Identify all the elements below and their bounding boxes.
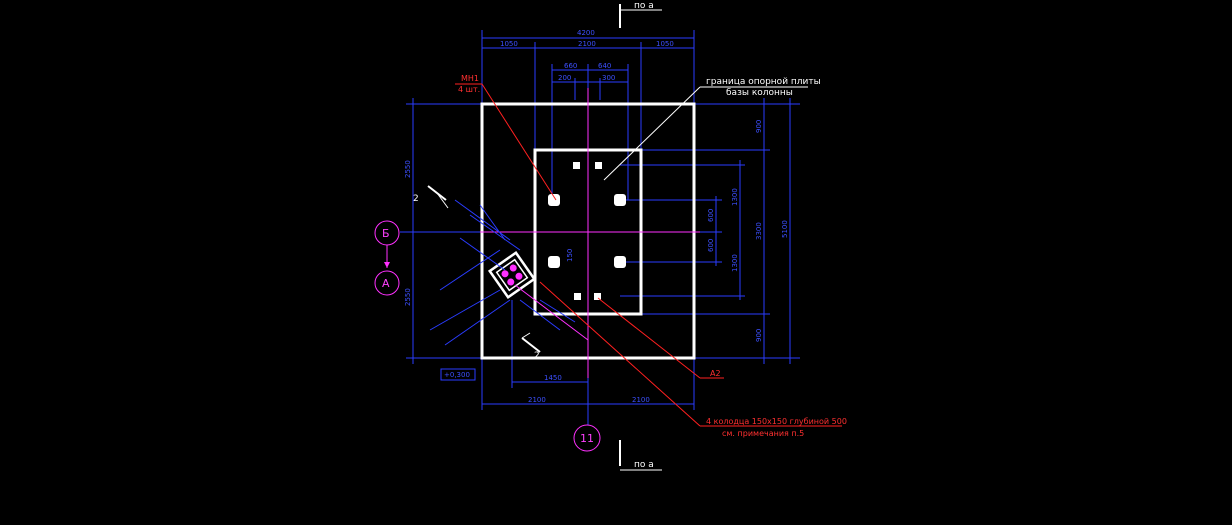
callout-wells: 4 колодца 150х150 глубиной 500 см. приме…: [539, 281, 847, 438]
dim-right-outer-upper: 1300: [731, 188, 739, 206]
anchor-hole: [548, 194, 560, 206]
axis-a: А: [374, 270, 400, 296]
dim-top-small-left: 200: [558, 74, 571, 82]
dim-top-right: 1050: [656, 40, 674, 48]
dim-bottom-left: 2100: [528, 396, 546, 404]
section-mark-bottom: по а: [619, 440, 662, 471]
axis-11-label: 11: [580, 432, 594, 445]
dim-right-total: 5100: [781, 220, 789, 238]
callout-mn1-mark: МН1: [461, 74, 479, 83]
callout-a2-label: А2: [710, 369, 721, 378]
axis-b-label: Б: [382, 227, 390, 240]
well-hole: [574, 293, 581, 300]
left-dimensions: 2550 2550: [400, 98, 520, 364]
axis-b: Б: [374, 220, 400, 268]
dim-top-small-right: 300: [602, 74, 615, 82]
callout-plate-boundary-line1: граница опорной плиты: [706, 77, 821, 87]
dim-top-left: 1050: [500, 40, 518, 48]
dim-right-inner-lower: 600: [707, 239, 715, 252]
callout-plate-boundary: граница опорной плиты базы колонны: [603, 77, 821, 181]
anchor-holes: [548, 162, 626, 300]
well-hole: [594, 293, 601, 300]
dim-top-pair-right: 640: [598, 62, 611, 70]
dim-right-plate: 3300: [755, 222, 763, 240]
dim-center-small: 150: [566, 249, 574, 262]
dim-right-bottom: 900: [755, 329, 763, 342]
dim-right-inner-upper: 600: [707, 209, 715, 222]
bottom-dimensions: 1450 2100 2100: [481, 300, 695, 425]
callout-plate-boundary-line2: базы колонны: [726, 88, 793, 98]
anchor-hole: [614, 194, 626, 206]
section-mark-top: по а: [619, 1, 662, 28]
anchor-hole: [614, 256, 626, 268]
section-2-lower-label: 2: [534, 351, 540, 361]
dim-right-outer-lower: 1300: [731, 254, 739, 272]
axis-11: 11: [573, 424, 601, 452]
dim-top-mid: 2100: [578, 40, 596, 48]
top-dimensions: 4200 1050 2100 1050 660 640 200 300: [481, 29, 695, 200]
dim-bottom-right: 2100: [632, 396, 650, 404]
callout-a2: А2: [597, 297, 724, 379]
callout-wells-line1: 4 колодца 150х150 глубиной 500: [706, 417, 847, 426]
right-dimensions: 5100 3300 900 900 1300 1300 600 600: [520, 98, 800, 364]
callout-mn1-qty: 4 шт.: [458, 85, 480, 94]
dim-left-lower: 2550: [404, 288, 412, 306]
callout-wells-line2: см. примечания п.5: [722, 429, 804, 438]
anchor-hole: [548, 256, 560, 268]
dim-right-top: 900: [755, 120, 763, 133]
rotated-detail: [429, 199, 589, 346]
well-hole: [595, 162, 602, 169]
well-hole: [573, 162, 580, 169]
callout-mn1: МН1 4 шт.: [455, 74, 557, 201]
dim-top-pair-left: 660: [564, 62, 577, 70]
level-mark: +0,300: [440, 368, 476, 381]
dim-bottom-inner: 1450: [544, 374, 562, 382]
section-mark-top-label: по а: [634, 1, 654, 11]
dim-left-upper: 2550: [404, 160, 412, 178]
level-mark-label: +0,300: [444, 371, 470, 379]
dim-top-total: 4200: [577, 29, 595, 37]
section-2-upper-label: 2: [413, 194, 419, 204]
axis-a-label: А: [382, 277, 390, 290]
section-2-mark: 2 2: [413, 185, 541, 361]
section-mark-bottom-label: по а: [634, 460, 654, 470]
